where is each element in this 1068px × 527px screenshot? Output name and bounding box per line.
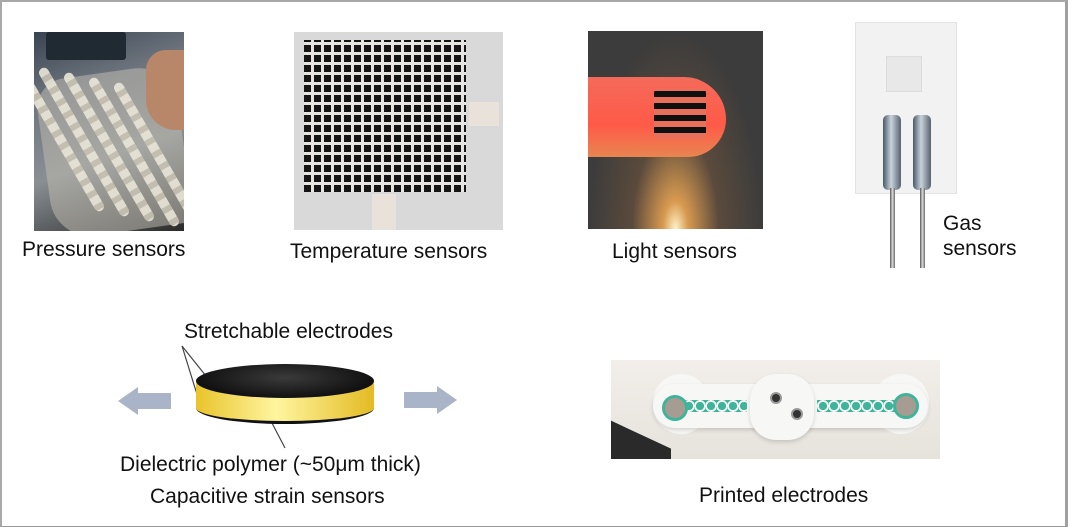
temperature-sensors-label: Temperature sensors [290,240,488,263]
right-arrow-icon [437,386,457,414]
gas-sensor-photo [855,22,957,194]
serpentine-trace-left [683,400,747,412]
printed-electrodes-caption: Printed electrodes [699,484,869,507]
snap-connector [791,408,803,420]
stretchable-electrodes-label: Stretchable electrodes [184,320,393,343]
sensing-pad [886,56,922,92]
light-sensor-photo [588,31,763,229]
sensor-grid [304,40,466,192]
gas-label-line1: Gas [943,212,982,235]
gas-sensor-pin [920,188,925,268]
hand [146,50,184,130]
snap-connector [770,392,782,404]
top-electrode [196,364,374,398]
gas-label-line2: sensors [943,237,1017,260]
capacitive-strain-sensors-caption: Capacitive strain sensors [150,485,385,508]
pressure-sensor-photo [34,32,184,231]
electrode-hub [750,374,814,440]
printed-electrodes-photo [611,360,940,459]
pressure-sensors-label: Pressure sensors [22,238,186,261]
electrode-pad-left [662,395,688,421]
connector-tab-right [469,102,499,126]
electrode-pad-right [893,393,919,419]
gas-sensor-lead [913,115,931,190]
right-arrow-shaft [404,392,438,408]
gas-sensor-lead [883,115,901,190]
background-screen [46,32,126,60]
dielectric-polymer-label: Dielectric polymer (~50μm thick) [120,453,421,476]
temperature-sensor-photo [294,32,503,230]
serpentine-trace-right [817,400,903,412]
connector-tab-bottom [372,194,396,230]
sensor-device [654,89,706,139]
left-arrow-icon [118,387,138,415]
gas-sensor-pin [890,188,895,268]
light-sensors-label: Light sensors [612,240,737,263]
left-arrow-shaft [135,393,171,409]
